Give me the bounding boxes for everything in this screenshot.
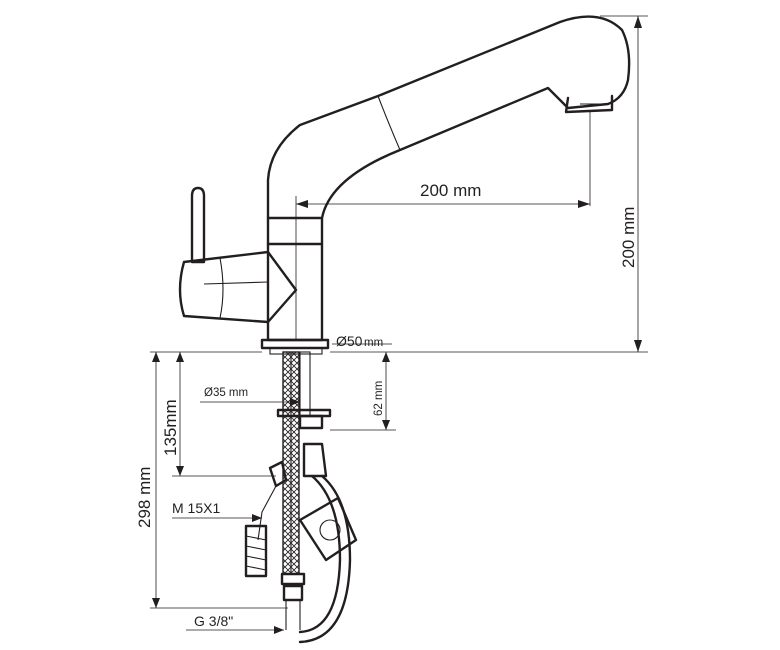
lever-body: [178, 250, 298, 324]
shank-diameter-label: Ø35 mm: [204, 387, 248, 399]
spout-head: [266, 15, 631, 220]
flex-connector: [244, 524, 268, 578]
height-label: 200 mm: [619, 207, 638, 268]
fixing-nut: [298, 414, 324, 430]
g38-nut: [280, 572, 306, 586]
base-diameter-label: Ø50: [336, 333, 363, 349]
fixing-depth-label: 135mm: [161, 399, 180, 456]
spout-reach-label: 200 mm: [420, 181, 481, 200]
hose-nut: [302, 442, 328, 478]
thread-size-label: M 15X1: [172, 500, 220, 516]
base-diameter-unit: mm: [364, 337, 383, 349]
aerator: [564, 94, 614, 114]
shank-length-label: 62 mm: [373, 381, 385, 416]
lever-handle: [190, 186, 206, 264]
total-below-label: 298 mm: [135, 467, 154, 528]
installation-parts: [244, 351, 358, 644]
m15-fitting: [268, 460, 288, 488]
dimensions: [150, 15, 648, 634]
counterweight: [298, 496, 358, 562]
main-column: [266, 216, 324, 342]
threaded-shank: [299, 351, 311, 417]
faucet-outline: [178, 15, 631, 355]
spout-joint: [377, 95, 401, 151]
base-ring: [260, 338, 330, 350]
connection-label: G 3/8": [194, 613, 233, 629]
pullout-hose: [298, 474, 342, 634]
